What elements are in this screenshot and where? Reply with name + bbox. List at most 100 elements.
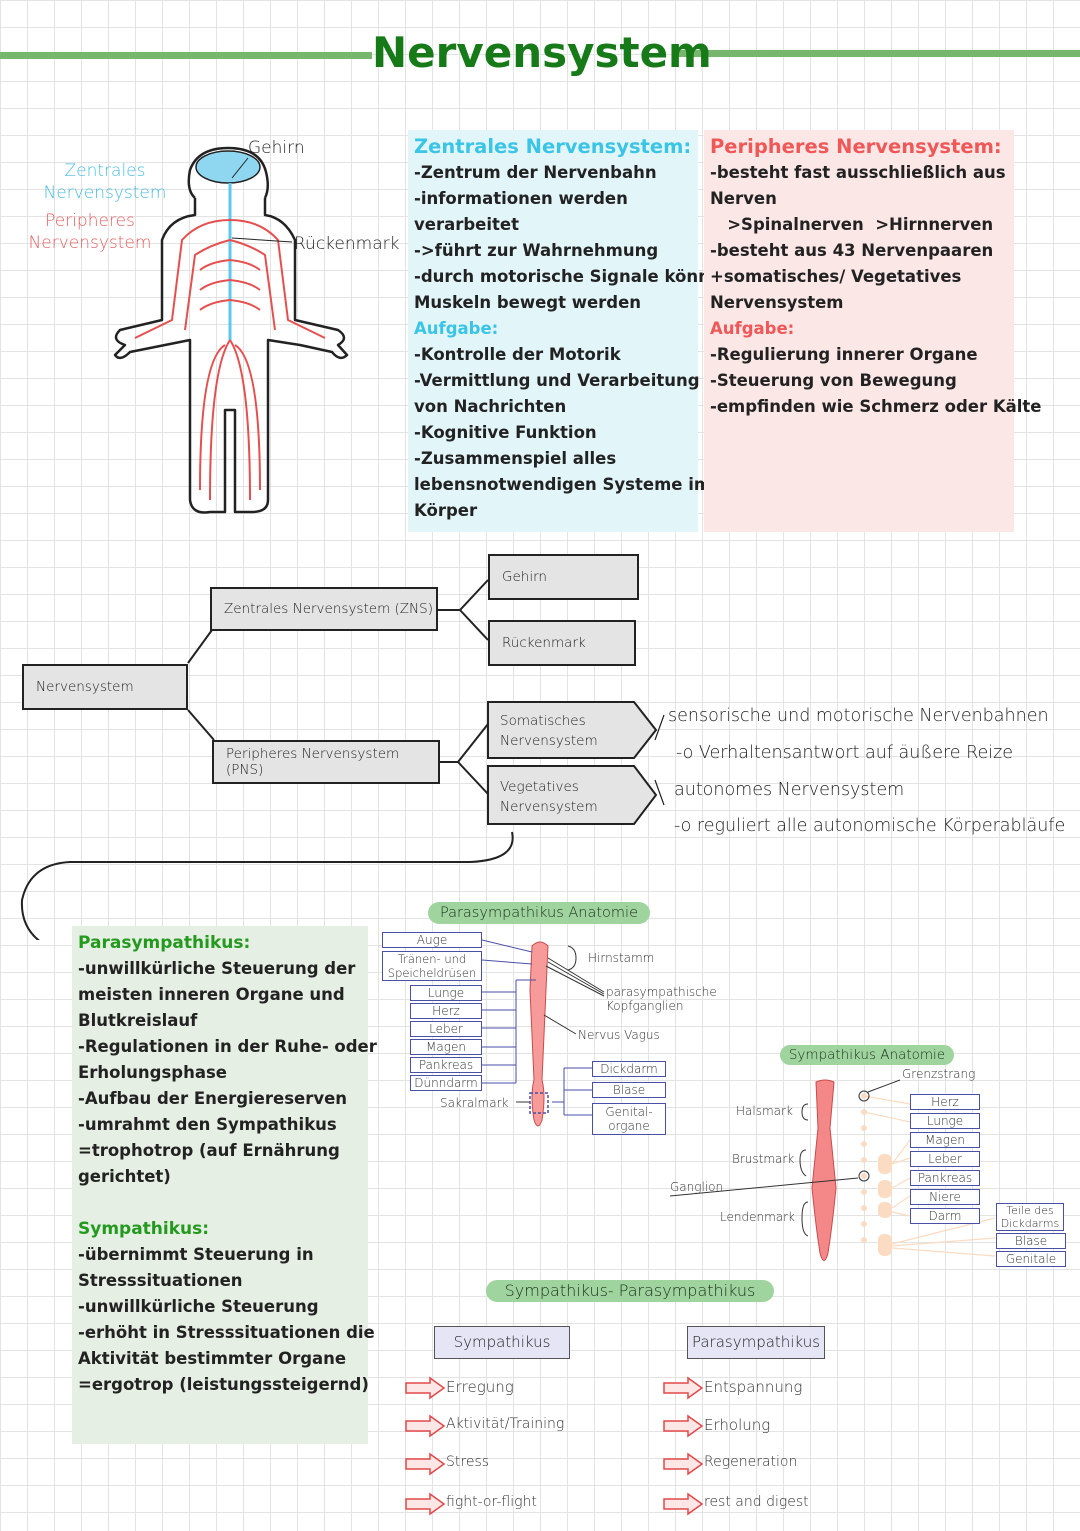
pns-line: +somatisches/ Vegetatives bbox=[710, 267, 962, 286]
zns-task-line: lebensnotwendigen Systeme im bbox=[414, 475, 712, 494]
para-organ-genital: Genital-organe bbox=[592, 1103, 666, 1135]
arrow-icon bbox=[405, 1493, 445, 1515]
symp-organ-herz: Herz bbox=[910, 1094, 980, 1110]
para-line: gerichtet) bbox=[78, 1167, 171, 1186]
para-line: Erholungsphase bbox=[78, 1063, 227, 1082]
para-organ-magen: Magen bbox=[410, 1039, 482, 1055]
pns-line: Nerven bbox=[710, 189, 777, 208]
tree-node-somatisch: Somatisches Nervensystem bbox=[500, 711, 598, 751]
compare-head-parasympathikus: Parasympathikus bbox=[687, 1326, 825, 1359]
brain-shape bbox=[195, 150, 261, 184]
zns-line: verarbeitet bbox=[414, 215, 519, 234]
zns-task-line: -Vermittlung und Verarbeitung bbox=[414, 371, 700, 390]
peripheral-nerves bbox=[134, 219, 326, 501]
pns-line: -besteht aus 43 Nervenpaaren bbox=[710, 241, 994, 260]
label-hirnstamm: Hirnstamm bbox=[588, 951, 655, 965]
para-organ-traenen: Tränen- und Speicheldrüsen bbox=[382, 951, 482, 981]
label-sakralmark: Sakralmark bbox=[440, 1096, 509, 1110]
label-kopfganglien-line-1: parasympathische bbox=[606, 985, 717, 999]
para-line: Blutkreislauf bbox=[78, 1011, 198, 1030]
title-underline-right bbox=[676, 50, 1080, 57]
para-spinal-cord bbox=[529, 941, 549, 1127]
symp-line: Aktivität bestimmter Organe bbox=[78, 1349, 347, 1368]
label-ganglion: Ganglion bbox=[670, 1180, 724, 1194]
zns-line: -informationen werden bbox=[414, 189, 628, 208]
para-line: =trophotrop (auf Ernährung bbox=[78, 1141, 340, 1160]
label-brain: Gehirn bbox=[248, 138, 305, 158]
pns-task-line: -Steuerung von Bewegung bbox=[710, 371, 957, 390]
pns-line: -besteht fast ausschließlich aus bbox=[710, 163, 1006, 182]
symp-line: -erhöht in Stresssituationen die bbox=[78, 1323, 375, 1342]
label-kopfganglien: parasympathische Kopfganglien bbox=[606, 985, 717, 1013]
symp-line: -übernimmt Steuerung in bbox=[78, 1245, 314, 1264]
symp-organ-darm: Darm bbox=[910, 1208, 980, 1224]
symp-organ-lunge: Lunge bbox=[910, 1113, 980, 1129]
para-line: -Regulationen in der Ruhe- oder bbox=[78, 1037, 377, 1056]
para-line: -Aufbau der Energiereserven bbox=[78, 1089, 348, 1108]
note-vegetativ-detail: -o reguliert alle autonomische Körperabl… bbox=[674, 816, 1066, 836]
para-anatomy-title: Parasympathikus Anatomie bbox=[428, 902, 650, 924]
symp-organ-niere: Niere bbox=[910, 1189, 980, 1205]
arrow-icon bbox=[663, 1493, 703, 1515]
zns-task-line: -Zusammenspiel alles bbox=[414, 449, 617, 468]
arrow-icon bbox=[663, 1453, 703, 1475]
symp-anatomy-title: Sympathikus Anatomie bbox=[780, 1045, 954, 1065]
compare-left-item: Erregung bbox=[446, 1378, 514, 1396]
compare-right-item: Entspannung bbox=[704, 1378, 803, 1396]
zns-line: -Zentrum der Nervenbahn bbox=[414, 163, 657, 182]
para-symp-info-box: Parasympathikus: -unwillkürliche Steueru… bbox=[72, 926, 377, 1444]
label-central-nervous-system: Zentrales Nervensystem bbox=[40, 160, 170, 204]
tree-node-pns: Peripheres Nervensystem (PNS) bbox=[212, 740, 440, 784]
zns-line: ->führt zur Wahrnehmung bbox=[414, 241, 659, 260]
label-nervus-vagus: Nervus Vagus bbox=[578, 1028, 660, 1042]
compare-left-item: fight-or-flight bbox=[446, 1494, 537, 1510]
label-pns-line-2: Nervensystem bbox=[28, 233, 152, 253]
body-outline bbox=[113, 198, 349, 514]
tree-connectors bbox=[20, 579, 665, 940]
symp-heading: Sympathikus: bbox=[78, 1219, 210, 1239]
label-zns-line-2: Nervensystem bbox=[43, 183, 167, 203]
tree-node-zns: Zentrales Nervensystem (ZNS) bbox=[210, 587, 438, 631]
symp-organ-dickdarm: Teile des Dickdarms bbox=[996, 1203, 1064, 1231]
page-title: Nervensystem bbox=[372, 28, 712, 77]
arrow-icon bbox=[405, 1415, 445, 1437]
para-organ-auge: Auge bbox=[382, 932, 482, 948]
vegetativ-line-2: Nervensystem bbox=[500, 799, 598, 815]
tree-node-vegetativ: Vegetatives Nervensystem bbox=[500, 777, 598, 817]
para-organ-leber: Leber bbox=[410, 1021, 482, 1037]
pns-task-line: -Regulierung innerer Organe bbox=[710, 345, 978, 364]
symp-spinal-cord bbox=[811, 1079, 837, 1261]
para-organ-duenndarm: Dünndarm bbox=[410, 1075, 482, 1091]
arrow-box-shapes bbox=[487, 701, 658, 825]
para-organ-herz: Herz bbox=[410, 1003, 482, 1019]
compare-right-item: rest and digest bbox=[704, 1494, 809, 1510]
somatisch-line-2: Nervensystem bbox=[500, 733, 598, 749]
symp-organ-leber: Leber bbox=[910, 1151, 980, 1167]
label-pns-line-1: Peripheres bbox=[45, 211, 135, 231]
label-lendenmark: Lendenmark bbox=[720, 1210, 795, 1224]
arrow-icon bbox=[663, 1415, 703, 1437]
zns-heading: Zentrales Nervensystem: bbox=[414, 135, 692, 158]
para-heading: Parasympathikus: bbox=[78, 933, 251, 953]
symp-line: Stresssituationen bbox=[78, 1271, 243, 1290]
pns-task-line: -empfinden wie Schmerz oder Kälte bbox=[710, 397, 1042, 416]
para-line: -umrahmt den Sympathikus bbox=[78, 1115, 337, 1134]
label-spinal-cord: Rückenmark bbox=[294, 234, 400, 254]
label-peripheral-nervous-system: Peripheres Nervensystem bbox=[20, 210, 160, 254]
pns-line: Nervensystem bbox=[710, 293, 844, 312]
note-vegetativ: autonomes Nervensystem bbox=[674, 780, 905, 800]
symp-line: -unwillkürliche Steuerung bbox=[78, 1297, 319, 1316]
zns-task-line: -Kontrolle der Motorik bbox=[414, 345, 621, 364]
tree-node-gehirn: Gehirn bbox=[488, 554, 639, 600]
figure-label-lines bbox=[231, 157, 293, 243]
label-kopfganglien-line-2: Kopfganglien bbox=[606, 999, 684, 1013]
compare-left-item: Aktivität/Training bbox=[446, 1416, 565, 1432]
para-organ-blase: Blase bbox=[592, 1082, 666, 1098]
symp-organ-pankreas: Pankreas bbox=[910, 1170, 980, 1186]
note-somatisch: sensorische und motorische Nervenbahnen bbox=[668, 706, 1049, 726]
zns-line: Muskeln bewegt werden bbox=[414, 293, 642, 312]
para-organ-lunge: Lunge bbox=[410, 985, 482, 1001]
note-somatisch-detail: -o Verhaltensantwort auf äußere Reize bbox=[676, 743, 1014, 763]
symp-line: =ergotrop (leistungssteigernd) bbox=[78, 1375, 369, 1394]
pns-line: >Spinalnerven >Hirnnerven bbox=[710, 215, 994, 234]
